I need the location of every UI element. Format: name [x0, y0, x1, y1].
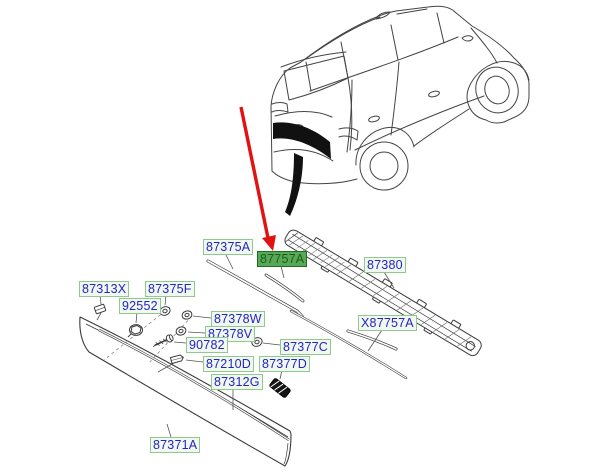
part-label-92552[interactable]: 92552 — [119, 298, 161, 314]
red-pointer-arrow — [239, 106, 276, 251]
part-label-87757A[interactable]: 87757A — [257, 251, 308, 267]
part-label-87380[interactable]: 87380 — [364, 257, 406, 273]
part-label-87312G[interactable]: 87312G — [211, 374, 263, 390]
grommet-87375f-icon — [159, 306, 171, 316]
pad-87377d-icon — [269, 378, 291, 398]
strip-87375a — [206, 259, 304, 318]
part-label-87378V[interactable]: 87378V — [205, 326, 256, 342]
pointer-swoosh-arrow — [285, 153, 303, 216]
clip-87313x-icon — [93, 303, 107, 315]
part-label-87377D[interactable]: 87377D — [259, 356, 310, 372]
strip-87757a — [264, 273, 305, 303]
part-label-87377C[interactable]: 87377C — [280, 339, 331, 355]
grommet-87378w-icon — [181, 310, 193, 320]
part-label-87378W[interactable]: 87378W — [211, 311, 265, 327]
leader-lines — [96, 254, 395, 438]
grommet-87378v-icon — [175, 326, 187, 336]
tailgate-highlight-band — [273, 122, 331, 159]
grommet-87377c-icon — [251, 337, 263, 347]
moulding-87312g — [98, 328, 290, 442]
part-label-87313X[interactable]: 87313X — [79, 281, 130, 297]
part-label-90782[interactable]: 90782 — [186, 337, 228, 353]
screw-90782-icon — [153, 334, 174, 347]
part-label-87371A[interactable]: 87371A — [150, 437, 201, 453]
part-label-87375A[interactable]: 87375A — [203, 239, 254, 255]
clip-87210d-icon — [169, 354, 184, 365]
strip-x87757a — [346, 329, 398, 351]
vehicle-illustration — [270, 5, 530, 191]
garnish-assembly-87380 — [284, 229, 482, 357]
strip-long-moulding — [289, 309, 408, 380]
part-label-87375F[interactable]: 87375F — [145, 281, 195, 297]
part-label-X87757A[interactable]: X87757A — [358, 315, 417, 331]
bolt-92552-icon — [127, 324, 143, 338]
part-label-87210D[interactable]: 87210D — [203, 356, 254, 372]
